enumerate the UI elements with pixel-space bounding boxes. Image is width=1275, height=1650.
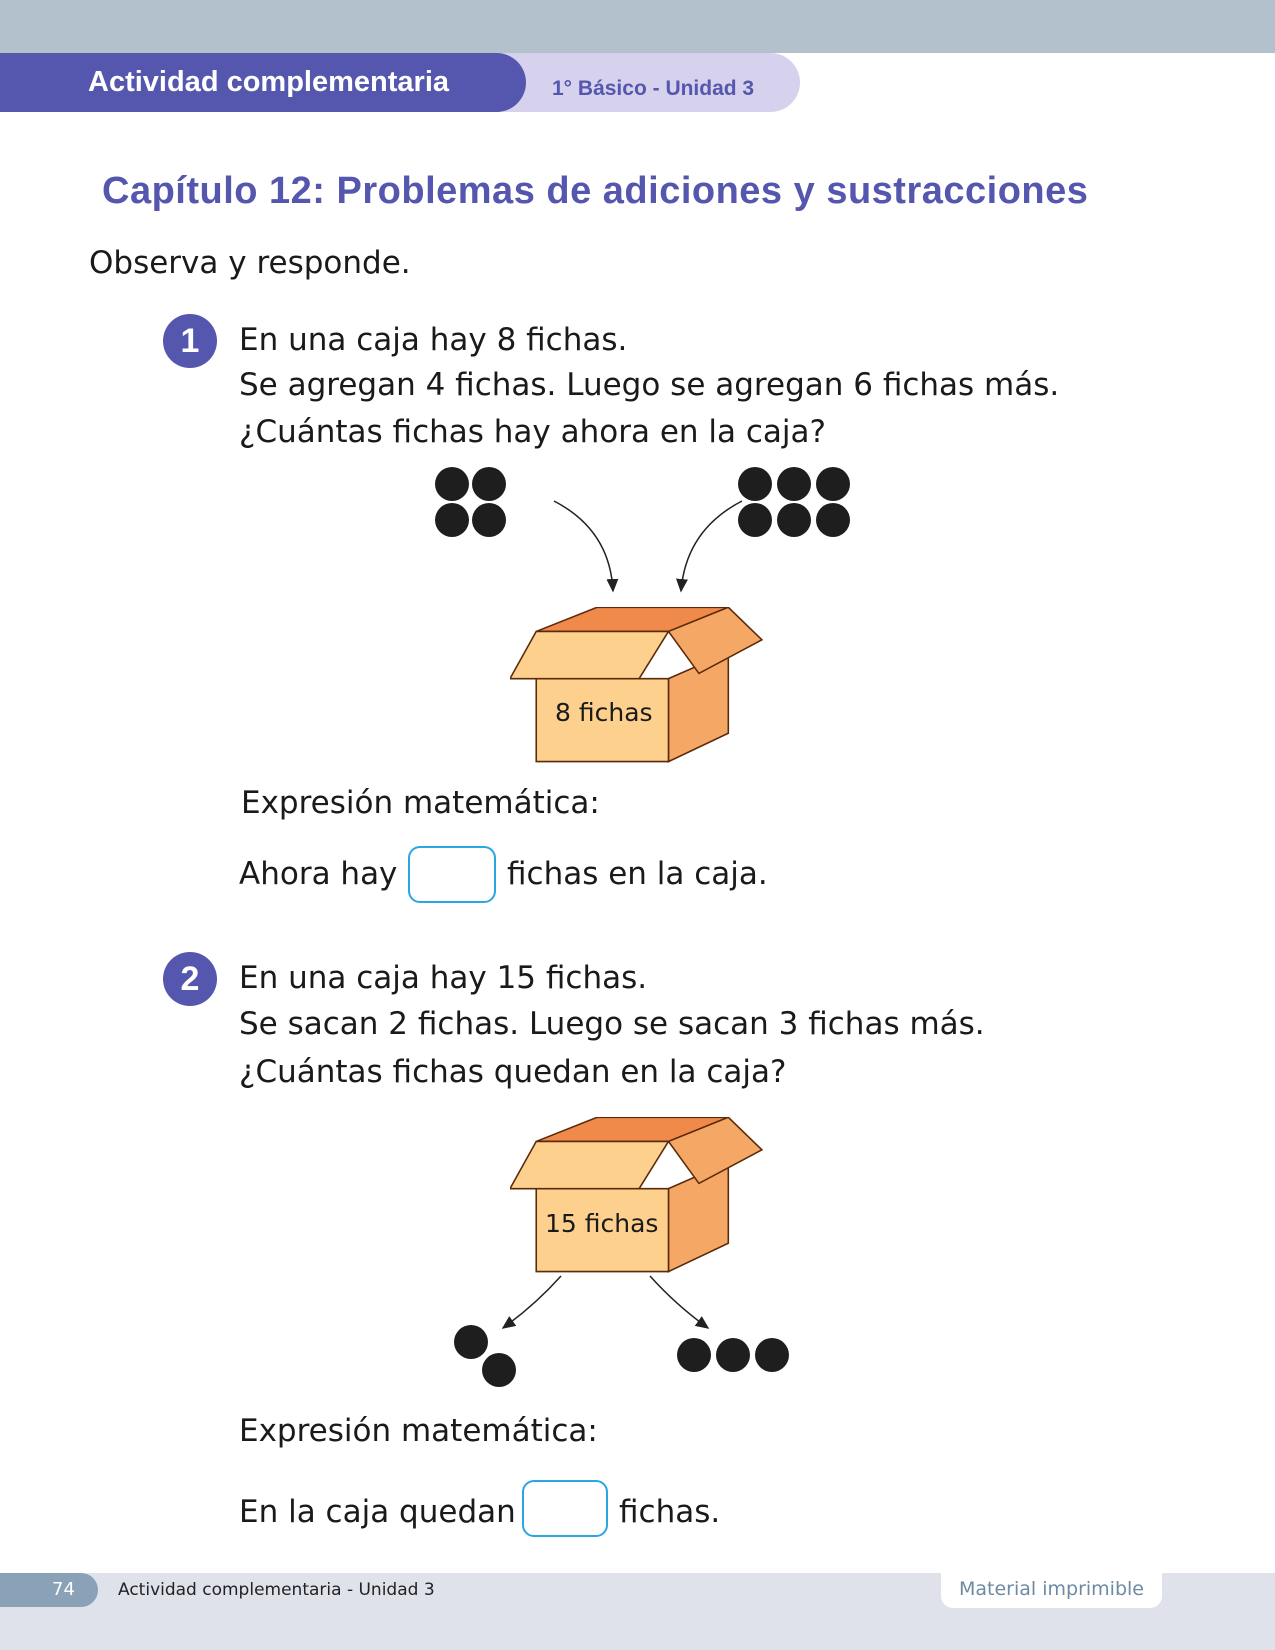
answer-prefix-2: En la caja quedan (239, 1494, 516, 1530)
chip (454, 1325, 488, 1359)
problem-number-1: 1 (163, 314, 217, 368)
chip (755, 1338, 789, 1372)
chip (738, 503, 772, 537)
problem-1-line-1: En una caja hay 8 fichas. (239, 322, 628, 358)
answer-suffix-1: fichas en la caja. (507, 856, 768, 892)
chip (716, 1338, 750, 1372)
chip (435, 467, 469, 501)
arrow-icon (553, 500, 619, 593)
chip (435, 503, 469, 537)
problem-1-line-3: ¿Cuántas fichas hay ahora en la caja? (239, 414, 826, 450)
answer-box-1[interactable] (408, 846, 496, 903)
answer-prefix-1: Ahora hay (239, 856, 398, 892)
chip (816, 503, 850, 537)
answer-box-2[interactable] (522, 1480, 608, 1537)
page-number: 74 (0, 1573, 98, 1607)
chip (816, 467, 850, 501)
footer-text: Actividad complementaria - Unidad 3 (118, 1580, 435, 1600)
chip (482, 1353, 516, 1387)
expression-label-2: Expresión matemática: (239, 1413, 598, 1449)
header-subtitle: 1° Básico - Unidad 3 (552, 77, 755, 100)
chip (472, 503, 506, 537)
arrow-icon (676, 500, 743, 593)
problem-2-line-2: Se sacan 2 fichas. Luego se sacan 3 fich… (239, 1006, 985, 1042)
problem-number-2: 2 (163, 952, 217, 1006)
box-label-2: 15 fichas (545, 1209, 659, 1238)
page-title: Capítulo 12: Problemas de adiciones y su… (102, 170, 1089, 212)
box-illustration-2 (510, 1117, 764, 1273)
problem-2-line-3: ¿Cuántas fichas quedan en la caja? (239, 1054, 787, 1090)
chip (472, 467, 506, 501)
arrow-icon (649, 1275, 710, 1329)
box-illustration-1 (510, 607, 764, 763)
problem-1-line-2: Se agregan 4 fichas. Luego se agregan 6 … (239, 367, 1060, 403)
expression-label-1: Expresión matemática: (241, 785, 600, 821)
footer-tab: Material imprimible (941, 1573, 1162, 1608)
chip (777, 503, 811, 537)
box-label-1: 8 fichas (555, 698, 653, 727)
problem-2-line-1: En una caja hay 15 fichas. (239, 960, 648, 996)
answer-suffix-2: fichas. (619, 1494, 721, 1530)
chip (677, 1338, 711, 1372)
header-label: Actividad complementaria (0, 53, 526, 112)
arrow-icon (501, 1275, 562, 1329)
chip (738, 467, 772, 501)
chip (777, 467, 811, 501)
top-band (0, 0, 1275, 53)
instruction: Observa y responde. (89, 245, 411, 281)
